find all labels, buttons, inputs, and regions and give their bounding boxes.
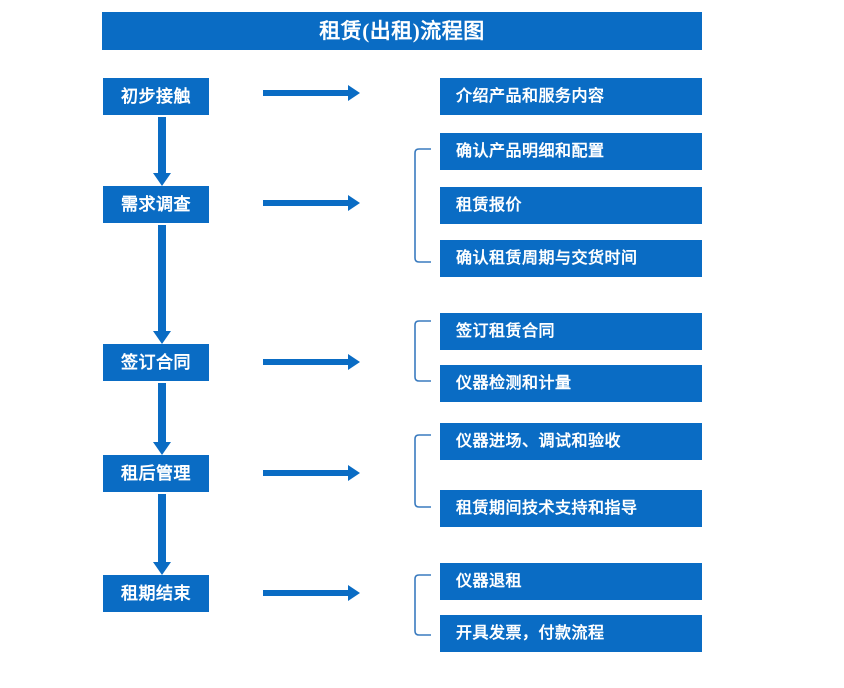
detail-box-10[interactable]: 开具发票，付款流程	[440, 615, 702, 652]
detail-box-8[interactable]: 租赁期间技术支持和指导	[440, 490, 702, 527]
page-title: 租赁(出租)流程图	[102, 12, 702, 50]
detail-box-9[interactable]: 仪器退租	[440, 563, 702, 600]
stage-box-2[interactable]: 需求调查	[103, 186, 209, 223]
detail-box-5[interactable]: 签订租赁合同	[440, 313, 702, 350]
detail-box-3[interactable]: 租赁报价	[440, 187, 702, 224]
detail-box-4[interactable]: 确认租赁周期与交货时间	[440, 240, 702, 277]
group-bracket-4	[414, 574, 432, 636]
arrow-right-icon-1	[263, 84, 361, 102]
detail-box-6[interactable]: 仪器检测和计量	[440, 365, 702, 402]
group-bracket-3	[414, 434, 432, 508]
arrow-down-icon-4	[152, 494, 172, 576]
arrow-down-icon-1	[152, 117, 172, 187]
detail-box-7[interactable]: 仪器进场、调试和验收	[440, 423, 702, 460]
detail-box-1[interactable]: 介绍产品和服务内容	[440, 78, 702, 115]
arrow-right-icon-3	[263, 353, 361, 371]
group-bracket-2	[414, 320, 432, 382]
arrow-down-icon-2	[152, 225, 172, 345]
arrow-down-icon-3	[152, 383, 172, 456]
stage-box-3[interactable]: 签订合同	[103, 344, 209, 381]
detail-box-2[interactable]: 确认产品明细和配置	[440, 133, 702, 170]
arrow-right-icon-2	[263, 194, 361, 212]
stage-box-5[interactable]: 租期结束	[103, 575, 209, 612]
stage-box-1[interactable]: 初步接触	[103, 78, 209, 115]
arrow-right-icon-5	[263, 584, 361, 602]
stage-box-4[interactable]: 租后管理	[103, 455, 209, 492]
arrow-right-icon-4	[263, 464, 361, 482]
group-bracket-1	[414, 148, 432, 263]
